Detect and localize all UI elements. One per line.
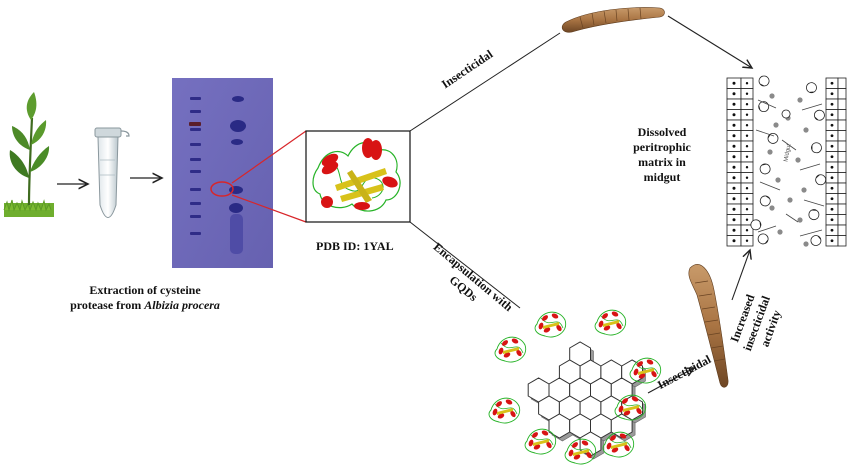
- larva-icon: [688, 264, 729, 388]
- pdb-id-label: PDB ID: 1YAL: [316, 239, 394, 253]
- plant-icon: [3, 92, 54, 217]
- extraction-line2-prefix: protease from: [70, 298, 145, 312]
- arrow-larva-to-midgut: [667, 15, 752, 68]
- extraction-line2: protease from Albizia procera: [50, 298, 240, 313]
- arrow-gqd-to-larva: [647, 368, 694, 394]
- dissolved-line4: midgut: [643, 170, 681, 184]
- midgut-diagram: [726, 75, 847, 247]
- dissolved-line2: peritrophic: [633, 140, 691, 154]
- dissolved-caption: Dissolved peritrophic matrix in midgut: [616, 125, 708, 185]
- extraction-line1: Extraction of cysteine: [89, 283, 201, 297]
- arrow-larva-to-midgut-bottom: [731, 250, 750, 301]
- protein-structure-image: [305, 130, 411, 223]
- larva-icon: [561, 7, 665, 33]
- line-to-gqd: [409, 221, 521, 309]
- microtube-icon: [94, 127, 130, 218]
- gqd-nanoparticle-icon: [488, 309, 662, 465]
- dissolved-line1: Dissolved: [637, 125, 687, 139]
- species-name: Albizia procera: [144, 298, 220, 312]
- zoom-line-top: [231, 130, 307, 184]
- zoom-line-bottom: [231, 194, 307, 223]
- gel-image: [172, 78, 273, 268]
- line-to-top-larva: [409, 32, 561, 132]
- extraction-caption: Extraction of cysteine protease from Alb…: [50, 283, 240, 313]
- dissolved-line3: matrix in: [638, 155, 686, 169]
